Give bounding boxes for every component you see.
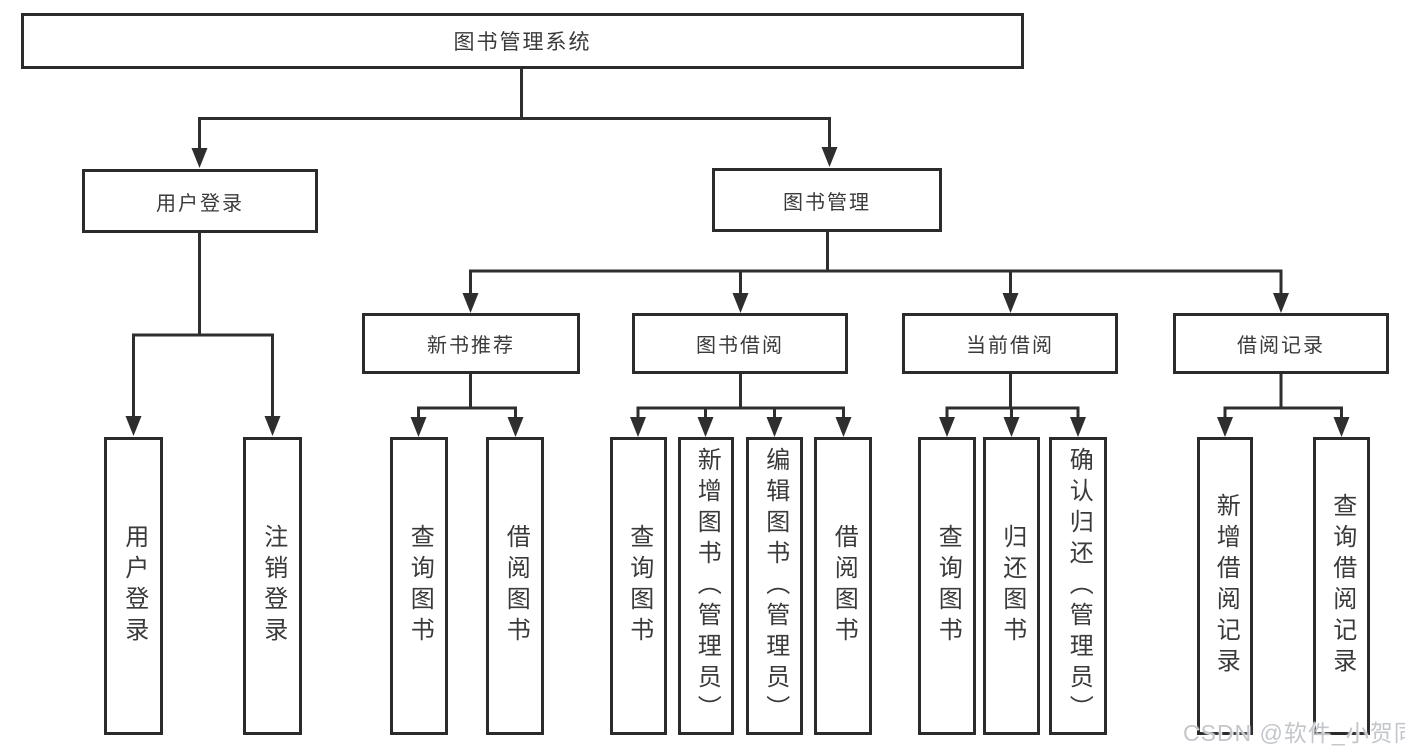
leaf-query-books-3: 查询图书	[918, 437, 976, 735]
arrow-icon	[1002, 293, 1019, 313]
arrowheads	[125, 147, 1350, 437]
leaf-confirm-return-admin: 确认归还（管理员）	[1049, 437, 1107, 735]
leaf-add-borrow-record: 新增借阅记录	[1197, 437, 1253, 735]
csdn-watermark: CSDN @软件_小贺同学	[1183, 720, 1405, 746]
arrow-icon	[1003, 417, 1020, 437]
leaf-add-books-admin: 新增图书（管理员）	[678, 437, 734, 735]
leaf-query-borrow-record: 查询借阅记录	[1313, 437, 1370, 735]
arrow-icon	[630, 417, 646, 437]
arrow-icon	[939, 417, 955, 437]
arrow-icon	[821, 147, 838, 167]
arrow-icon	[697, 417, 714, 437]
edge-root-to-level2	[198, 66, 831, 150]
node-current-borrow: 当前借阅	[902, 313, 1118, 374]
edge-borrowrecords-to-leaves	[1223, 372, 1343, 420]
leaf-logout: 注销登录	[243, 437, 302, 735]
arrow-icon	[410, 417, 427, 437]
node-new-book-recommend: 新书推荐	[362, 313, 580, 374]
node-book-management: 图书管理	[712, 168, 942, 232]
edge-currentborrow-to-leaves	[945, 372, 1080, 420]
leaf-borrow-books-1: 借阅图书	[486, 437, 544, 735]
arrow-icon	[732, 293, 749, 313]
arrow-icon	[1070, 417, 1086, 437]
arrow-icon	[507, 417, 524, 437]
leaf-return-books: 归还图书	[983, 437, 1040, 735]
edge-newbookrec-to-leaves	[417, 372, 517, 420]
arrow-icon	[1273, 293, 1289, 313]
edge-bookborrow-to-leaves	[636, 372, 845, 420]
node-root: 图书管理系统	[21, 13, 1024, 69]
leaf-query-books-2: 查询图书	[610, 437, 667, 735]
arrow-icon	[1333, 417, 1350, 437]
leaf-edit-books-admin: 编辑图书（管理员）	[746, 437, 803, 735]
edge-userlogin-to-leaves	[132, 232, 274, 419]
node-book-borrow: 图书借阅	[632, 313, 848, 374]
leaf-user-login: 用户登录	[104, 437, 163, 735]
arrow-icon	[191, 148, 208, 168]
arrow-icon	[462, 293, 479, 313]
edge-bookmgmt-to-level3	[469, 230, 1283, 295]
arrow-icon	[1217, 417, 1233, 437]
node-borrow-records: 借阅记录	[1173, 313, 1389, 374]
arrow-icon	[835, 417, 852, 437]
leaf-query-books-1: 查询图书	[390, 437, 448, 735]
leaf-borrow-books-2: 借阅图书	[814, 437, 872, 735]
node-user-login: 用户登录	[82, 169, 318, 233]
arrow-icon	[264, 416, 281, 436]
arrow-icon	[125, 416, 142, 436]
arrow-icon	[766, 417, 783, 437]
